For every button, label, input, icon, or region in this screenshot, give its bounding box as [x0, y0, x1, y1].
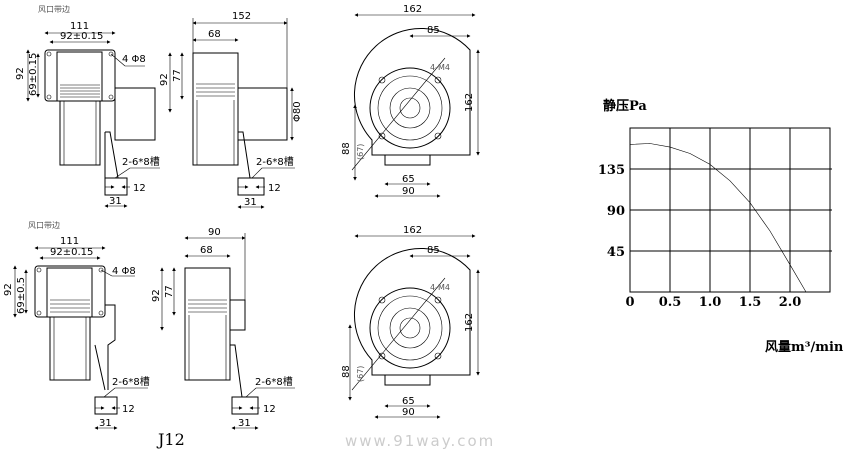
chart-xlabel: 风量m³/min: [765, 340, 844, 355]
dim-foot: 31: [99, 418, 112, 429]
dim-width: 162: [403, 4, 422, 15]
y-tick-label: 90: [607, 204, 625, 219]
dim-hole-spacing: 92±0.15: [50, 247, 93, 258]
note: 风口带边: [28, 220, 60, 230]
dim-width: 111: [70, 21, 89, 32]
dim-offset: 85: [427, 25, 440, 36]
dim-slot: 2-6*8槽: [256, 155, 294, 168]
dim-slot: 2-6*8槽: [255, 375, 293, 388]
top-side-view: 152 68 92 77 Φ80 2-6*8槽 12 31: [159, 11, 303, 209]
dim-length: 90: [208, 227, 221, 238]
dim-base2: 90: [402, 407, 415, 418]
dim-height: 92: [159, 73, 170, 86]
x-tick-label: 1.0: [699, 295, 722, 310]
dim-slot-width: 12: [133, 183, 146, 194]
bottom-side-view: 90 68 92 77 2-6*8槽 12 31: [151, 227, 295, 430]
mounting-holes: [46, 51, 114, 100]
dim-diameter: Φ80: [292, 101, 303, 122]
dim-height: 92: [3, 283, 14, 296]
dim-body: 68: [200, 245, 213, 256]
dim-height: 162: [464, 93, 475, 112]
dim-base2: 90: [402, 186, 415, 197]
dim-body: 68: [208, 29, 221, 40]
x-tick-label: 0.5: [659, 295, 682, 310]
dim-hole-spacing-v: 69±0.5: [16, 277, 27, 314]
x-tick-label: 1.5: [739, 295, 762, 310]
series-line: [629, 143, 807, 293]
chart-title: 静压Pa: [603, 98, 647, 114]
x-tick-label: 0: [625, 295, 634, 310]
dim-left-h2: (67): [356, 144, 365, 160]
dim-offset: 85: [427, 245, 440, 256]
dim-height: 92: [151, 289, 162, 302]
model-label: J12: [156, 430, 185, 449]
pressure-flow-chart: 静压Pa 风量m³/min 0 0.5 1.0 1.5 2.0 45 90 135: [598, 98, 844, 355]
dim-height: 162: [464, 313, 475, 332]
top-back-view: 162 85 4-M4 162 88 (67) 65 90: [341, 4, 480, 198]
dim-length: 152: [232, 11, 251, 22]
dim-outlet: 77: [172, 69, 183, 82]
y-tick-label: 45: [607, 245, 625, 260]
watermark: www.91way.com: [345, 432, 495, 450]
dim-foot: 31: [244, 197, 257, 208]
dim-screws: 4-M4: [430, 283, 450, 292]
dim-width: 111: [60, 236, 79, 247]
dim-left-h: 88: [341, 365, 352, 378]
note: 风口带边: [38, 4, 70, 14]
y-tick-label: 135: [598, 163, 625, 178]
dim-hole-spacing-v: 69±0.15: [28, 53, 39, 96]
dim-base1: 65: [402, 174, 415, 185]
dim-holes: 4 Φ8: [112, 266, 136, 277]
top-front-view: 风口带边 111 92±0.15 4 Φ8 92 69±0.15 2-6*8槽 …: [15, 4, 160, 208]
dim-outlet: 77: [164, 285, 175, 298]
dim-base1: 65: [402, 396, 415, 407]
dim-hole-spacing: 92±0.15: [60, 31, 103, 42]
dim-slot: 2-6*8槽: [122, 155, 160, 168]
dim-left-h: 88: [341, 142, 352, 155]
x-tick-label: 2.0: [779, 295, 802, 310]
dim-holes: 4 Φ8: [122, 54, 146, 65]
dim-slot-width: 12: [122, 404, 135, 415]
dim-slot-width: 12: [268, 183, 281, 194]
bottom-front-view: 风口带边 111 92±0.15 4 Φ8 92 69±0.5 2-6*8槽 1…: [3, 220, 150, 430]
dim-height: 92: [15, 67, 26, 80]
dim-slot-width: 12: [263, 404, 276, 415]
bottom-back-view: 162 85 4-M4 162 88 (67) 65 90: [341, 225, 480, 419]
dim-foot: 31: [238, 418, 251, 429]
dim-screws: 4-M4: [430, 63, 450, 72]
dim-slot: 2-6*8槽: [112, 375, 150, 388]
dim-width: 162: [403, 225, 422, 236]
dim-left-h2: (67): [356, 366, 365, 382]
dim-foot: 31: [109, 196, 122, 207]
